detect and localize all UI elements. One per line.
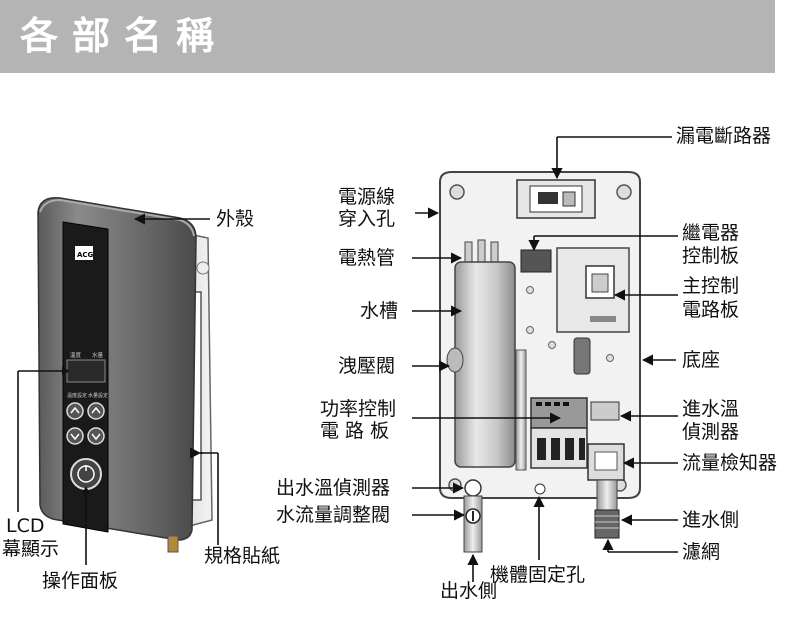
label-lcd-display: 幕顯示: [2, 538, 60, 560]
label-mount-hole: 機體固定孔: [490, 564, 586, 586]
label-power-board-1: 功率控制: [320, 398, 397, 420]
label-heating-tube: 電熱管: [338, 247, 396, 269]
lcd-label-right: 水量: [92, 351, 104, 359]
outer-shell: [37, 197, 197, 541]
label-cable-inlet-2: 穿入孔: [338, 208, 396, 230]
label-water-tank: 水槽: [360, 300, 399, 322]
outlet-pipe: [463, 495, 483, 553]
label-shell: 外殼: [216, 208, 255, 230]
lcd-label-left: 溫度: [70, 351, 82, 359]
label-outlet-side: 出水側: [440, 580, 498, 602]
water-tank: [454, 261, 516, 468]
label-inlet-side: 進水側: [682, 509, 740, 531]
heater-interior: [439, 171, 641, 553]
inlet-pipe: [596, 479, 618, 511]
inlet-temp-detector: [590, 401, 620, 421]
title-bar: 各部名稱: [0, 0, 775, 73]
label-lcd: LCD: [6, 515, 45, 537]
heater-exterior: [37, 197, 213, 553]
label-filter: 濾網: [682, 541, 721, 563]
label-main-board-1: 主控制: [682, 275, 740, 297]
relief-valve: [446, 347, 464, 373]
capacitor: [573, 337, 591, 375]
label-main-board-2: 電路板: [682, 299, 740, 321]
label-relief-valve: 洩壓閥: [338, 355, 396, 377]
right-leader-lines: [412, 136, 678, 582]
left-leader-lines: [17, 213, 219, 565]
label-base: 底座: [682, 349, 721, 371]
label-flow-detector: 流量檢知器: [682, 452, 778, 474]
outlet-temp-sensor: [464, 479, 482, 497]
brand-logo: ACG: [77, 251, 94, 259]
label-relay-board-1: 繼電器: [682, 222, 740, 244]
label-cable-inlet-1: 電源線: [338, 186, 396, 208]
label-outlet-temp: 出水溫偵測器: [276, 477, 391, 499]
label-spec-sticker: 規格貼紙: [204, 545, 281, 567]
button-label-right: 水量設定: [88, 392, 108, 399]
label-leakage-breaker: 漏電斷路器: [676, 125, 772, 147]
label-inlet-temp-1: 進水溫: [682, 398, 740, 420]
lcd-screen: [66, 359, 106, 383]
label-control-panel: 操作面板: [42, 570, 119, 592]
label-relay-board-2: 控制板: [682, 245, 740, 267]
label-flow-valve: 水流量調整閥: [276, 504, 391, 526]
panel-buttons: [66, 402, 105, 490]
button-label-left: 溫度設定: [67, 392, 87, 399]
page-title: 各部名稱: [20, 14, 229, 58]
label-power-board-2: 電 路 板: [320, 420, 390, 442]
inlet-filter: [594, 509, 620, 539]
label-inlet-temp-2: 偵測器: [682, 421, 740, 443]
